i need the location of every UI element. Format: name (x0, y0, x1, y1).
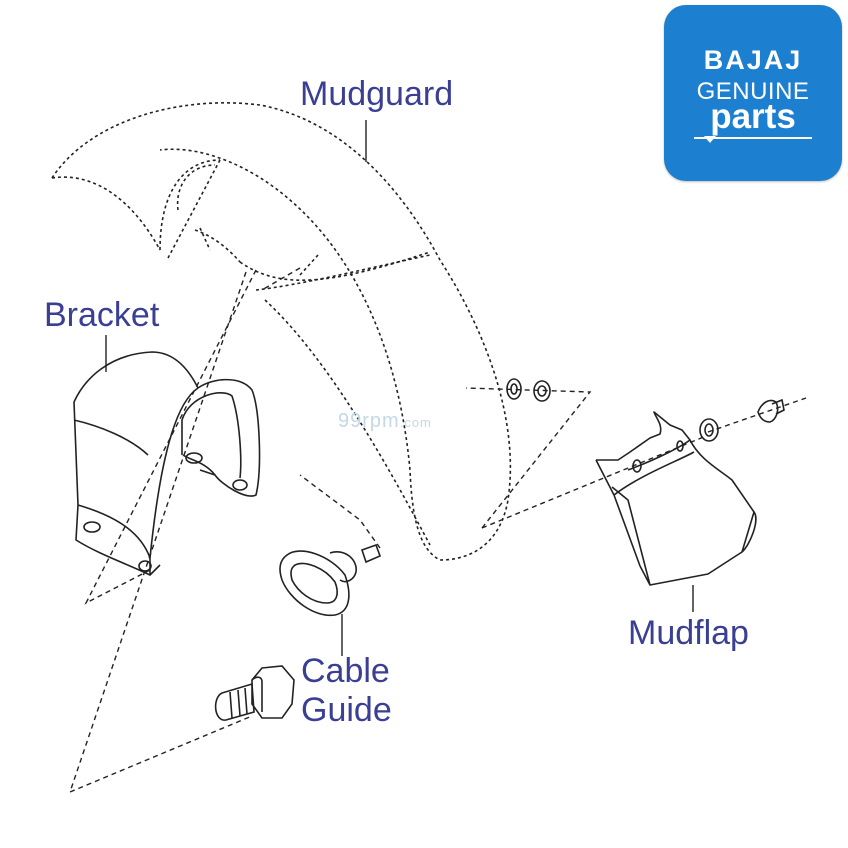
logo-underline (694, 137, 812, 139)
logo-line1: GENUINE (696, 78, 810, 105)
bracket-part (73, 351, 261, 576)
brand-logo: BAJAJ GENUINE parts (664, 5, 842, 181)
mudguard-part (51, 102, 512, 561)
logo-brand: BAJAJ (703, 45, 803, 75)
mudflap-part (595, 411, 757, 586)
watermark-suffix: .com (399, 415, 432, 430)
bolt-part (214, 665, 295, 721)
screw-part (757, 398, 785, 423)
mudguard-label: Mudguard (300, 75, 454, 113)
bracket-label: Bracket (44, 296, 160, 334)
assembly-lines (68, 267, 807, 794)
cable-guide-label-line2: Guide (301, 691, 392, 730)
logo-arrow-icon (704, 136, 716, 143)
leader-lines (105, 120, 694, 656)
cable-guide-part (279, 543, 382, 617)
cable-guide-label: Cable Guide (301, 652, 392, 730)
mudflap-label: Mudflap (628, 614, 749, 652)
watermark: 99rpm.com (338, 410, 432, 433)
cable-guide-label-line1: Cable (301, 652, 390, 690)
watermark-main: 99rpm (338, 410, 400, 432)
logo-line2: parts (710, 97, 796, 136)
washer-part (506, 378, 719, 442)
